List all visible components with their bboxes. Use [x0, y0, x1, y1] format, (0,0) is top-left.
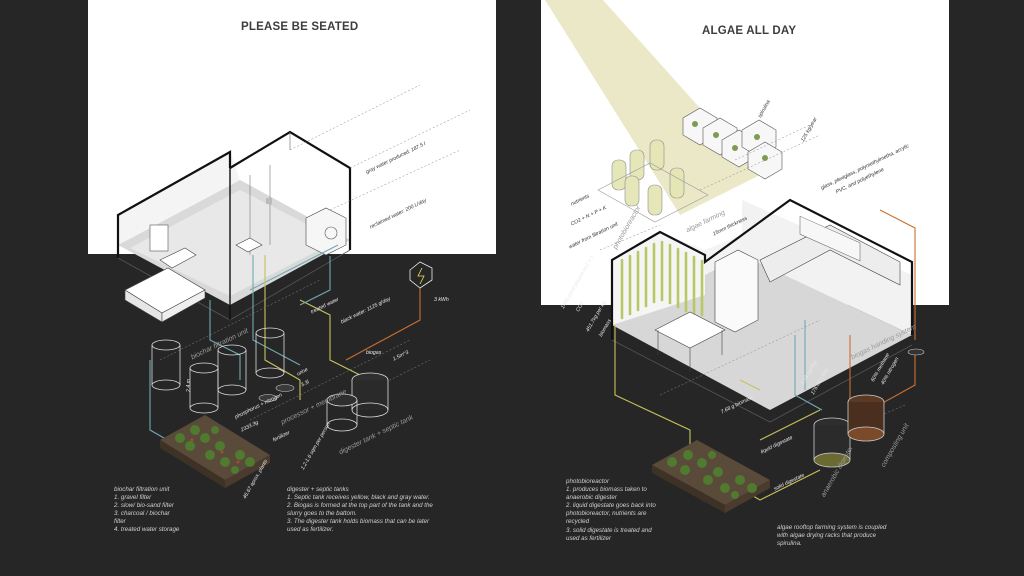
right-title: ALGAE ALL DAY: [702, 25, 797, 37]
note-line: with algae drying racks that produce: [777, 532, 877, 540]
roof-tray: [597, 162, 709, 223]
right-planter: [652, 440, 770, 513]
biogas-tank: [907, 348, 925, 356]
note-line: anaerobic digester: [566, 494, 617, 502]
dining-table: [654, 311, 726, 349]
height-label: 2.4 m: [186, 379, 192, 392]
note-line: used as fertilizer: [566, 534, 612, 542]
composting-unit: [847, 394, 885, 442]
note-line: 2. Biogas is formed at the top part of t…: [287, 502, 433, 510]
left-title: PLEASE BE SEATED: [241, 21, 359, 33]
house-outline-left: [116, 150, 232, 258]
upper-cabinets: [799, 215, 861, 262]
washing-machine: [305, 207, 347, 256]
note-line: 4. treated water storage: [114, 526, 180, 534]
note-line: recycled: [566, 518, 590, 526]
note-line: slurry goes to the battom.: [287, 510, 357, 518]
note-line: photobioreactor: [566, 478, 609, 485]
note-line: spirulina.: [777, 540, 802, 548]
algae-cylinders: [611, 139, 685, 216]
note-line: 1. gravel filter: [114, 494, 152, 502]
spirulina-racks: [682, 107, 783, 180]
note-line: used as fertilizer.: [287, 526, 334, 534]
note-line: filter: [114, 518, 126, 526]
left-planter: [160, 415, 270, 488]
left-pipes: [149, 244, 421, 451]
house-outline-right: [229, 130, 352, 250]
note-line: 2. liquid digestate goes back into: [566, 502, 656, 510]
floor-dots: [130, 190, 338, 296]
shower-head: [266, 198, 272, 204]
photobioreactor-wall: [612, 232, 705, 325]
energy-label: 3 kWh: [434, 297, 449, 303]
note-line: 2. slow/ bio-sand filter: [114, 502, 174, 510]
kitchen-back-wall: [742, 200, 912, 335]
energy-icon: [409, 261, 433, 289]
note-line: 3. charcoal / biochar: [114, 510, 170, 518]
light-beam: [545, 0, 760, 215]
toilet: [235, 237, 263, 253]
note-line: biochar filtration unit: [114, 486, 170, 493]
kitchen-outline: [610, 198, 914, 340]
processor-membrane: [258, 384, 295, 402]
note-line: 1. produces biomass taken to: [566, 486, 647, 494]
digester-tank: [326, 372, 389, 432]
algae-tubes: [620, 240, 704, 320]
biogas-label: biogas: [366, 350, 382, 356]
fridge: [714, 249, 759, 333]
note-line: 3. The digester tank holds biomass that …: [287, 518, 430, 526]
note-line: photobioreactor, nutrients are: [566, 510, 647, 518]
note-line: digester + septic tanks: [287, 486, 349, 493]
note-line: 3. solid digestate is treated and: [566, 526, 652, 534]
right-dimension-lines: [599, 124, 906, 421]
mirror: [149, 224, 169, 252]
biochar-tanks: [151, 327, 285, 414]
note-line: 1. Septic tank receives yellow, black an…: [287, 494, 430, 502]
algae-right-wall: [705, 235, 742, 275]
sink: [159, 247, 197, 269]
back-wall: [118, 150, 240, 245]
note-line: algae rooftop farming system is coupled: [777, 524, 887, 531]
left-dimension-lines: [159, 84, 471, 421]
